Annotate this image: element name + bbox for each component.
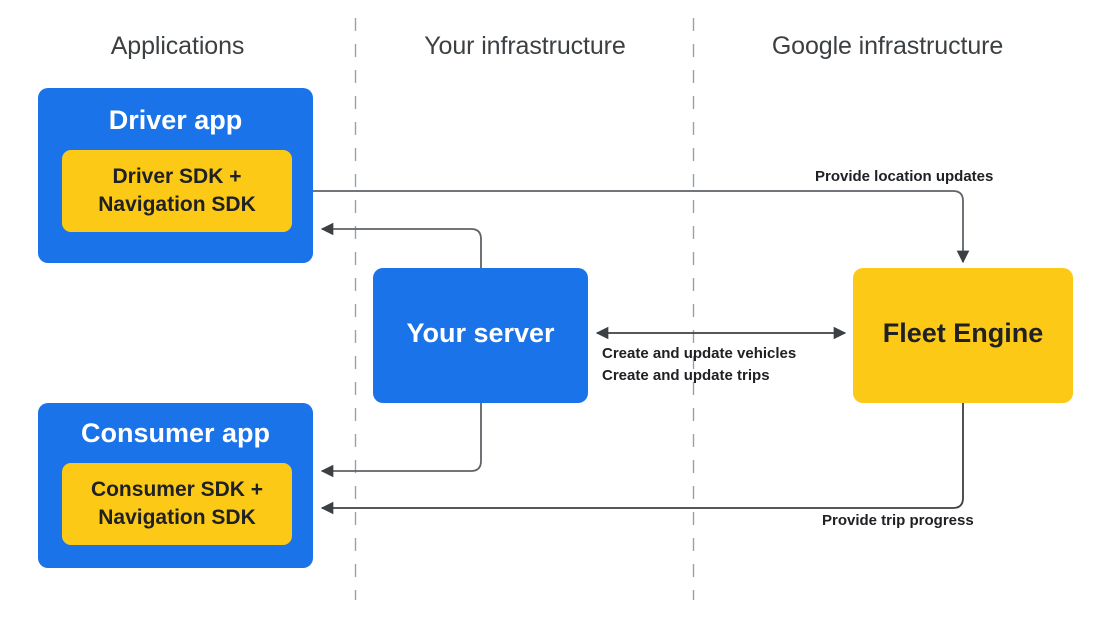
edge-label-create-and-update-line1: Create and update vehicles xyxy=(602,345,797,362)
column-header-your-infrastructure: Your infrastructure xyxy=(424,32,626,60)
node-fleet-engine[interactable]: Fleet Engine xyxy=(853,268,1073,403)
node-driver-app-title: Driver app xyxy=(108,105,243,135)
node-driver-app[interactable]: Driver app Driver SDK + Navigation SDK xyxy=(38,88,313,263)
node-consumer-sdk[interactable]: Consumer SDK + Navigation SDK xyxy=(62,463,292,545)
edge-label-provide-location-updates: Provide location updates xyxy=(815,168,994,185)
node-driver-sdk-line1: Driver SDK + xyxy=(112,165,242,189)
edge-provide-location-updates xyxy=(292,190,970,264)
node-your-server[interactable]: Your server xyxy=(373,268,588,403)
edge-provide-trip-progress xyxy=(320,403,964,515)
edge-server-to-driver-app xyxy=(320,222,482,268)
node-your-server-title: Your server xyxy=(406,318,555,348)
node-driver-sdk-line2: Navigation SDK xyxy=(98,193,256,216)
node-driver-sdk[interactable]: Driver SDK + Navigation SDK xyxy=(62,150,292,232)
edge-label-create-and-update-line2: Create and update trips xyxy=(602,366,770,384)
edge-server-to-consumer-app xyxy=(320,403,482,478)
edge-label-create-and-update: Create and update vehicles Create and up… xyxy=(602,343,796,387)
node-consumer-app-title: Consumer app xyxy=(80,418,271,448)
edge-label-provide-trip-progress: Provide trip progress xyxy=(822,512,974,529)
node-consumer-sdk-line2: Navigation SDK xyxy=(98,506,256,529)
column-header-applications: Applications xyxy=(110,32,245,60)
node-consumer-app[interactable]: Consumer app Consumer SDK + Navigation S… xyxy=(38,403,313,568)
node-consumer-sdk-line1: Consumer SDK + xyxy=(90,478,264,502)
node-fleet-engine-title: Fleet Engine xyxy=(882,318,1044,348)
column-header-google-infrastructure: Google infrastructure xyxy=(771,32,1004,60)
